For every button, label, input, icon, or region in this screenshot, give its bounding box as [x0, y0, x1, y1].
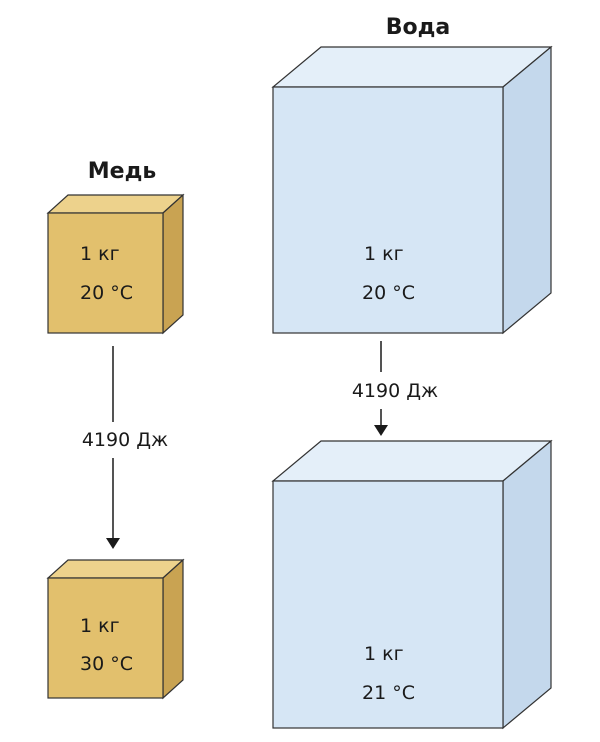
copper-top-cube-top-face: [46, 194, 185, 214]
water-bottom-cube-side-face: [502, 439, 552, 730]
copper-energy-label: 4190 Дж: [82, 429, 168, 451]
water-energy-label: 4190 Дж: [352, 380, 438, 402]
copper-bottom-cube-front-face: [47, 577, 164, 699]
copper-top-cube: 1 кг 20 °С: [46, 193, 185, 335]
water-bottom-cube-temperature: 21 °С: [362, 682, 415, 704]
copper-bottom-cube-mass: 1 кг: [80, 615, 120, 637]
water-bottom-cube-mass: 1 кг: [364, 643, 404, 665]
copper-top-cube-front-face: [47, 212, 164, 334]
water-top-cube-temperature: 20 °С: [362, 282, 415, 304]
copper-arrow-head: [106, 538, 120, 549]
water-arrow-head: [374, 425, 388, 436]
water-top-cube: 1 кг 20 °С: [271, 45, 553, 335]
copper-bottom-cube-side-face: [162, 558, 184, 700]
copper-title: Медь: [88, 159, 157, 184]
copper-bottom-cube-top-face: [46, 559, 185, 579]
water-top-cube-mass: 1 кг: [364, 243, 404, 265]
copper-bottom-cube: 1 кг 30 °С: [46, 558, 185, 700]
water-top-cube-side-face: [502, 45, 552, 335]
water-title: Вода: [386, 15, 451, 40]
water-bottom-cube-front-face: [272, 480, 504, 729]
copper-bottom-cube-temperature: 30 °С: [80, 653, 133, 675]
copper-top-cube-temperature: 20 °С: [80, 282, 133, 304]
copper-top-cube-mass: 1 кг: [80, 243, 120, 265]
water-top-cube-front-face: [272, 86, 504, 334]
water-bottom-cube: 1 кг 21 °С: [271, 439, 553, 730]
copper-top-cube-side-face: [162, 193, 184, 335]
